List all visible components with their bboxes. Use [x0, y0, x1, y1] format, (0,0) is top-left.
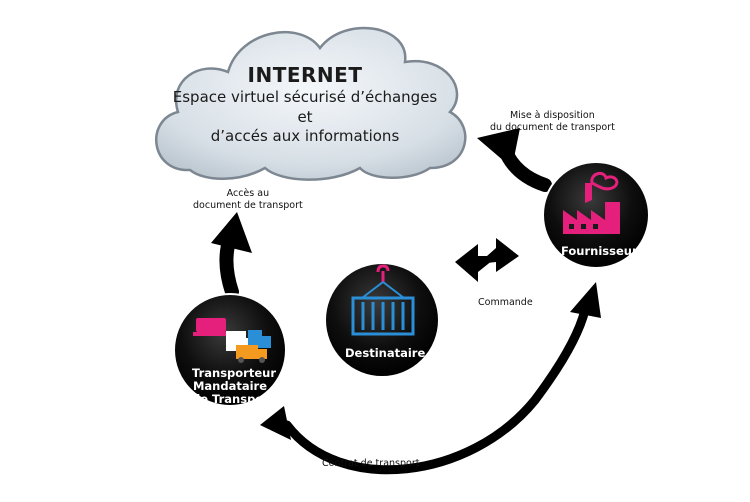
arrow-commande	[455, 238, 519, 282]
fournisseur-label: Fournisseur	[561, 244, 638, 258]
cloud-line-3: d’accés aux informations	[210, 127, 400, 145]
node-destinataire	[324, 262, 440, 378]
internet-cloud	[155, 26, 467, 181]
label-mise-line-2: du document de transport	[490, 122, 615, 133]
cloud-title: INTERNET	[247, 63, 363, 87]
factory-icon	[563, 171, 620, 234]
label-mise-line-1: Mise à disposition	[510, 110, 595, 121]
container-icon	[351, 264, 415, 336]
transporteur-line-1: Transporteur	[192, 366, 277, 380]
cloud-line-1: Espace virtuel sécurisé d’échanges	[172, 88, 438, 106]
label-mise-a-disposition: Mise à disposition du document de transp…	[490, 110, 615, 134]
arrow-contrat-transport	[260, 282, 601, 475]
label-acces-line-2: document de transport	[193, 200, 303, 211]
arrow-mise-a-disposition	[477, 128, 552, 192]
label-acces-document: Accès au document de transport	[193, 188, 303, 212]
transporteur-label: Transporteur Mandataire de Transport	[192, 366, 277, 406]
destinataire-label: Destinataire	[345, 346, 426, 360]
label-commande: Commande	[478, 297, 533, 308]
label-contrat-transport: Contrat de transport	[322, 458, 420, 469]
arrow-acces-document	[211, 212, 252, 299]
node-transporteur	[173, 293, 287, 407]
label-acces-line-1: Accès au	[226, 188, 270, 199]
node-fournisseur	[542, 161, 650, 269]
cloud-line-2: et	[297, 108, 313, 126]
transporteur-line-2: Mandataire	[192, 379, 268, 393]
trucks-icon	[193, 318, 271, 363]
transporteur-line-3: de Transport	[192, 392, 275, 406]
